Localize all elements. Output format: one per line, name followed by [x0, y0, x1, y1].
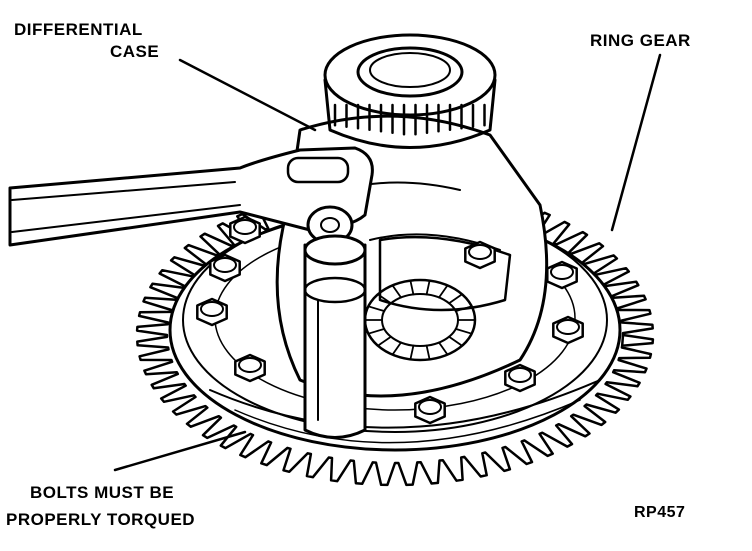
ring-gear-label: RING GEAR [590, 31, 691, 50]
leader-differential-case [178, 58, 317, 132]
carrier-bearing [323, 33, 497, 149]
torque-wrench [8, 146, 374, 439]
bolt-head [504, 363, 536, 393]
figure-code: RP457 [634, 504, 686, 521]
leader-bolts [113, 430, 247, 472]
bolt-head [229, 215, 261, 245]
bolt-head [414, 395, 446, 425]
leader-ring-gear [610, 53, 662, 232]
leader-lines [113, 53, 662, 472]
ring-gear-bolts [196, 215, 584, 425]
differential-case-label-line1: DIFFERENTIAL [14, 20, 143, 39]
bolt-head [552, 315, 584, 345]
bolts-label-line2: PROPERLY TORQUED [6, 510, 196, 529]
bolt-head [196, 297, 228, 327]
bolt-head [546, 260, 578, 290]
bolt-head [464, 240, 496, 270]
bolt-head [234, 353, 266, 383]
bolts-label-line1: BOLTS MUST BE [30, 483, 175, 502]
bolt-head [209, 253, 241, 283]
differential-case-label-line2: CASE [110, 42, 160, 61]
